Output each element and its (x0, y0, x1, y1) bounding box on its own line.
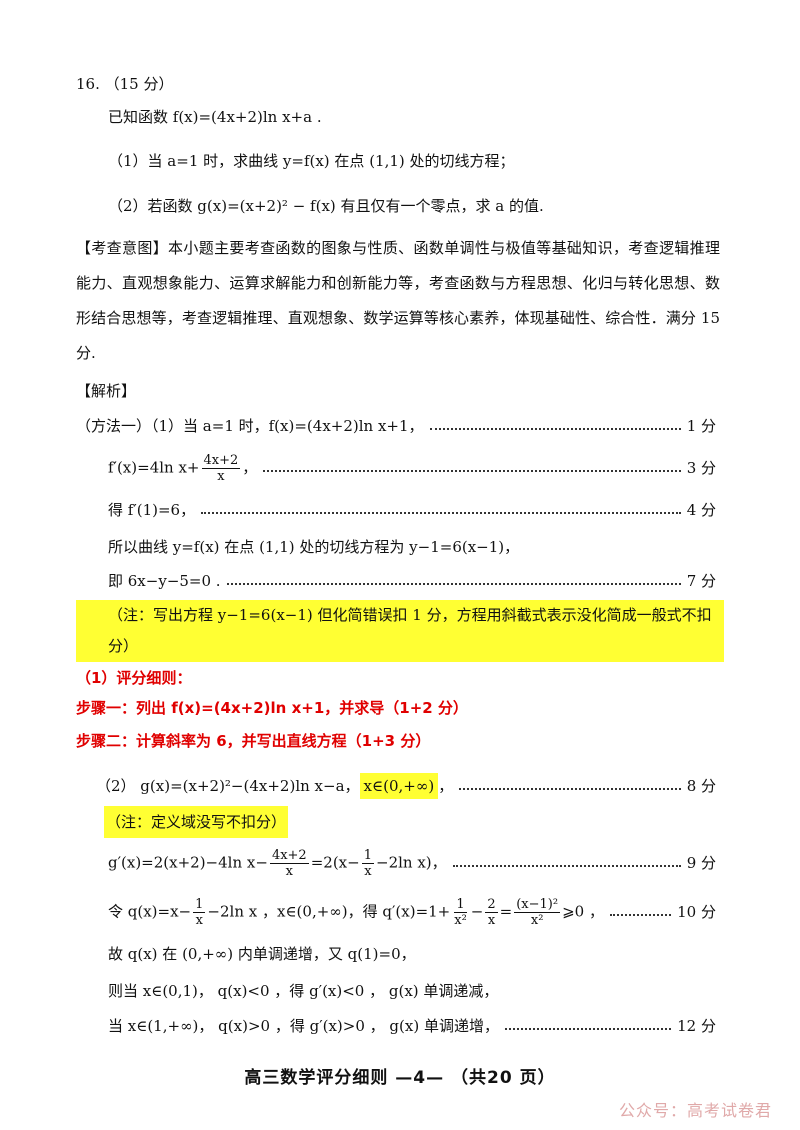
expr-part: −2ln x)， (376, 853, 447, 871)
fraction-numerator: (x−1)² (514, 896, 561, 913)
problem-statement: 已知函数 f(x)=(4x+2)ln x+a . (108, 103, 716, 131)
rubric-title: （1）评分细则： (76, 664, 716, 692)
score-points: 7 分 (686, 572, 716, 590)
fraction-denominator: x (285, 863, 293, 879)
dot-leader (226, 583, 681, 585)
line-text: （2） g(x)=(x+2)²−(4x+2)ln x−a，x∈(0,+∞)， (96, 772, 453, 800)
dot-leader (263, 470, 681, 472)
expr-part: ， (438, 777, 454, 795)
solution1-line3: 得 f′(1)=6， 4 分 (108, 496, 716, 524)
rubric-step1: 步骤一：列出 f(x)=(4x+2)ln x+1，并求导（1+2 分） (76, 694, 716, 722)
fraction-denominator: x (364, 863, 372, 879)
expr-part: ⩾0 ， (562, 902, 604, 920)
note-text: （注：定义域没写不扣分） (104, 806, 289, 838)
score-points: 4 分 (686, 501, 716, 519)
dot-leader (429, 428, 681, 430)
analysis-label: 【解析】 (76, 377, 716, 405)
solution1-line5: 即 6x−y−5=0 . 7 分 (108, 567, 716, 595)
rubric-title-text: （1）评分细则： (76, 669, 192, 687)
score-points: 1 分 (686, 417, 716, 435)
fraction-numerator: 1 (454, 896, 467, 913)
solution1-line4: 所以曲线 y=f(x) 在点 (1,1) 处的切线方程为 y−1=6(x−1)， (108, 533, 716, 561)
dot-leader (201, 512, 681, 514)
problem-header: 16. （15 分） (76, 70, 716, 98)
note-highlight-2: （注：定义域没写不扣分） (104, 806, 289, 838)
solution2-line5: 则当 x∈(0,1)， q(x)<0 ，得 g′(x)<0 ， g(x) 单调递… (108, 977, 716, 1005)
part2-text: （2）若函数 g(x)=(x+2)² − f(x) 有且仅有一个零点，求 a 的… (108, 197, 544, 215)
expr-part: 令 q(x)=x− (108, 902, 192, 920)
dot-leader (459, 788, 681, 790)
solution1-line1: （方法一）（1）当 a=1 时，f(x)=(4x+2)ln x+1， 1 分 (76, 412, 716, 440)
fraction-numerator: 4x+2 (269, 847, 309, 864)
intent-paragraph: 【考查意图】本小题主要考查函数的图象与性质、函数单调性与极值等基础知识，考查逻辑… (76, 239, 720, 362)
expr-part: =2(x− (310, 853, 360, 871)
analysis-label-text: 【解析】 (76, 382, 137, 400)
rubric-step2: 步骤二：计算斜率为 6，并写出直线方程（1+3 分） (76, 727, 716, 755)
solution2-line4: 故 q(x) 在 (0,+∞) 内单调递增，又 q(1)=0， (108, 940, 716, 968)
watermark: 公众号：高考试卷君 (618, 1101, 772, 1120)
score-points: 10 分 (677, 903, 716, 921)
page-footer: 高三数学评分细则 —4— （共20 页） (244, 1068, 556, 1088)
line-text: 即 6x−y−5=0 . (108, 572, 221, 590)
expr-part: ， (242, 458, 258, 476)
score-points: 9 分 (686, 854, 716, 872)
expr-part: （2） g(x)=(x+2)²−(4x+2)ln x−a， (96, 777, 360, 795)
fraction-denominator: x (195, 912, 203, 928)
expr-part: g′(x)=2(x+2)−4ln x− (108, 853, 268, 871)
expr-part: − (470, 902, 484, 920)
line-text: （方法一）（1）当 a=1 时，f(x)=(4x+2)ln x+1， (76, 417, 424, 435)
note-highlight-1: （注：写出方程 y−1=6(x−1) 但化简错误扣 1 分，方程用斜截式表示没化… (76, 600, 724, 662)
fraction-denominator: x² (454, 912, 467, 928)
score-points: 3 分 (686, 459, 716, 477)
problem-number: 16. （15 分） (76, 75, 174, 93)
line-text: 则当 x∈(0,1)， q(x)<0 ，得 g′(x)<0 ， g(x) 单调递… (108, 982, 499, 1000)
expr-part: −2ln x ，x∈(0,+∞)，得 q′(x)=1+ (207, 902, 451, 920)
fraction-denominator: x (217, 468, 225, 484)
fraction-numerator: 4x+2 (201, 452, 241, 469)
fraction-denominator: x (487, 912, 496, 928)
expr-part: = (499, 902, 513, 920)
line-text: 所以曲线 y=f(x) 在点 (1,1) 处的切线方程为 y−1=6(x−1)， (108, 538, 520, 556)
solution2-line6: 当 x∈(1,+∞)， q(x)>0 ，得 g′(x)>0 ， g(x) 单调递… (108, 1012, 716, 1040)
fraction-numerator: 1 (193, 896, 206, 913)
solution2-line1: （2） g(x)=(x+2)²−(4x+2)ln x−a，x∈(0,+∞)， 8… (96, 772, 716, 800)
problem-part2: （2）若函数 g(x)=(x+2)² − f(x) 有且仅有一个零点，求 a 的… (108, 192, 716, 220)
rubric-step2-text: 步骤二：计算斜率为 6，并写出直线方程（1+3 分） (76, 732, 431, 750)
score-points: 12 分 (677, 1017, 716, 1035)
dot-leader (504, 1028, 672, 1030)
dot-leader (609, 914, 672, 916)
note-text: （注：写出方程 y−1=6(x−1) 但化简错误扣 1 分，方程用斜截式表示没化… (108, 606, 712, 655)
line-text: 得 f′(1)=6， (108, 501, 196, 519)
fraction-numerator: 2 (485, 896, 498, 913)
score-points: 8 分 (686, 777, 716, 795)
domain-highlight: x∈(0,+∞) (359, 773, 439, 799)
line-text: 故 q(x) 在 (0,+∞) 内单调递增，又 q(1)=0， (108, 945, 416, 963)
fraction-numerator: 1 (361, 847, 374, 864)
problem-part1: （1）当 a=1 时，求曲线 y=f(x) 在点 (1,1) 处的切线方程； (108, 147, 716, 175)
statement-text: 已知函数 f(x)=(4x+2)ln x+a . (108, 108, 322, 126)
fraction-denominator: x² (530, 912, 544, 928)
line-text: 当 x∈(1,+∞)， q(x)>0 ，得 g′(x)>0 ， g(x) 单调递… (108, 1017, 499, 1035)
dot-leader (452, 865, 681, 867)
expr-part: f′(x)=4ln x+ (108, 458, 200, 476)
part1-text: （1）当 a=1 时，求曲线 y=f(x) 在点 (1,1) 处的切线方程； (108, 152, 515, 170)
rubric-step1-text: 步骤一：列出 f(x)=(4x+2)ln x+1，并求导（1+2 分） (76, 699, 468, 717)
